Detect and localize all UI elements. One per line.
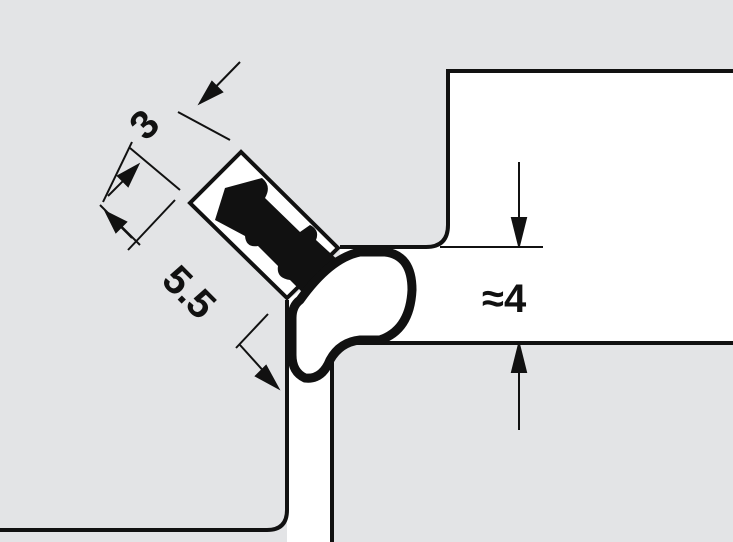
left-panel-edge [0, 300, 289, 532]
dimension-4-label: ≈4 [482, 277, 527, 321]
seal-fin [215, 178, 340, 300]
seal-bulb [287, 247, 417, 383]
dimension-4 [440, 162, 543, 430]
dimension-5-5 [99, 141, 281, 391]
dimension-3 [129, 61, 241, 191]
upper-panel-edge [340, 69, 733, 249]
upper-right-panel-gap [340, 71, 733, 343]
